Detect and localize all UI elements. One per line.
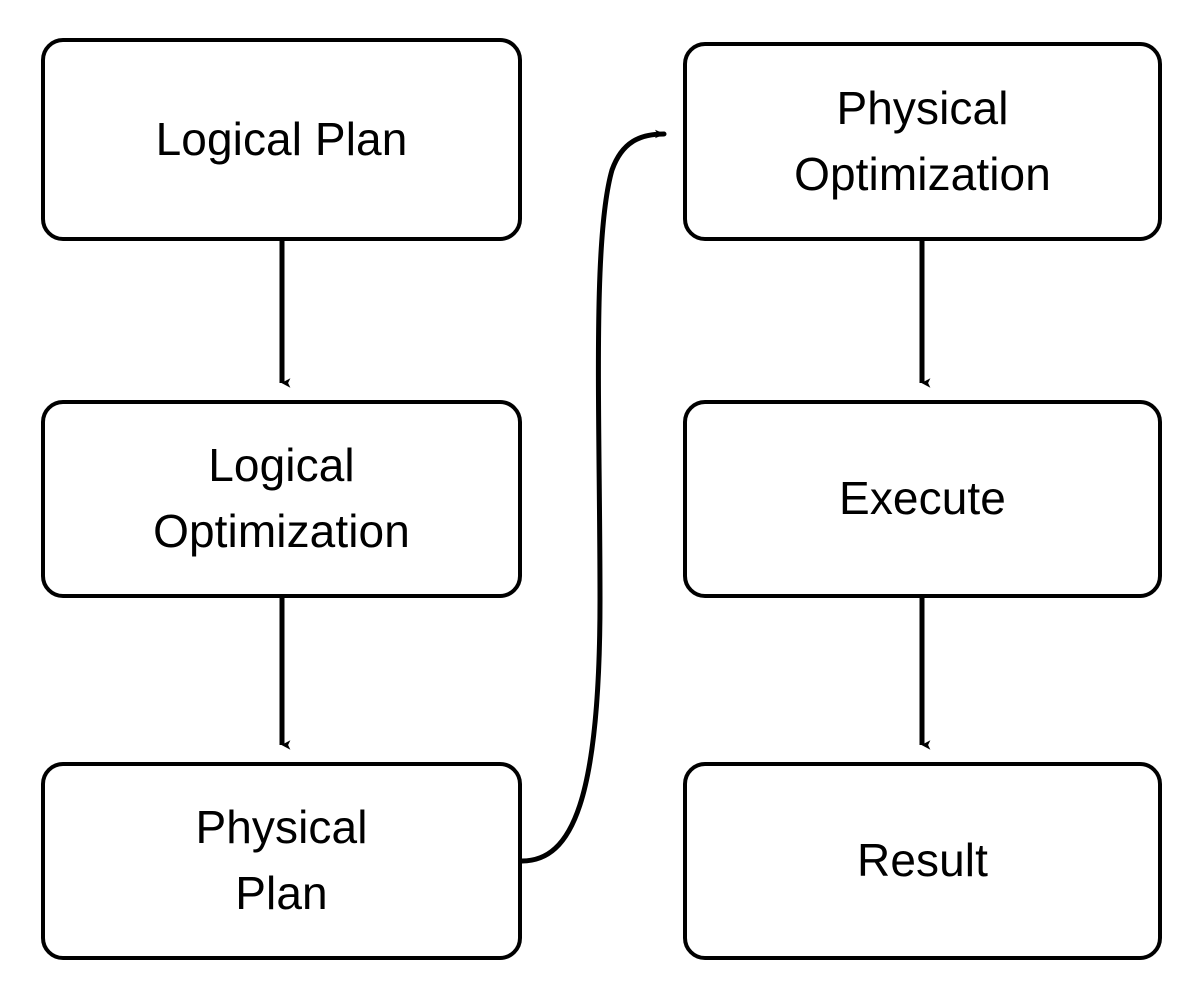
node-logical-plan-label: Logical Plan <box>155 112 408 165</box>
node-logical-plan[interactable]: Logical Plan <box>41 38 522 241</box>
node-physical-optimization-label: Physical Optimization <box>794 81 1051 200</box>
node-execute-label: Execute <box>839 472 1006 525</box>
node-logical-optimization[interactable]: Logical Optimization <box>41 400 522 598</box>
edge-physical-plan-to-physical-optimization <box>519 129 667 864</box>
node-result[interactable]: Result <box>683 762 1162 960</box>
node-execute[interactable]: Execute <box>683 400 1162 598</box>
node-physical-plan[interactable]: Physical Plan <box>41 762 522 960</box>
node-result-label: Result <box>857 834 988 887</box>
node-logical-optimization-label: Logical Optimization <box>153 439 410 557</box>
node-physical-plan-label: Physical Plan <box>195 801 368 919</box>
node-physical-optimization[interactable]: Physical Optimization <box>683 42 1162 241</box>
